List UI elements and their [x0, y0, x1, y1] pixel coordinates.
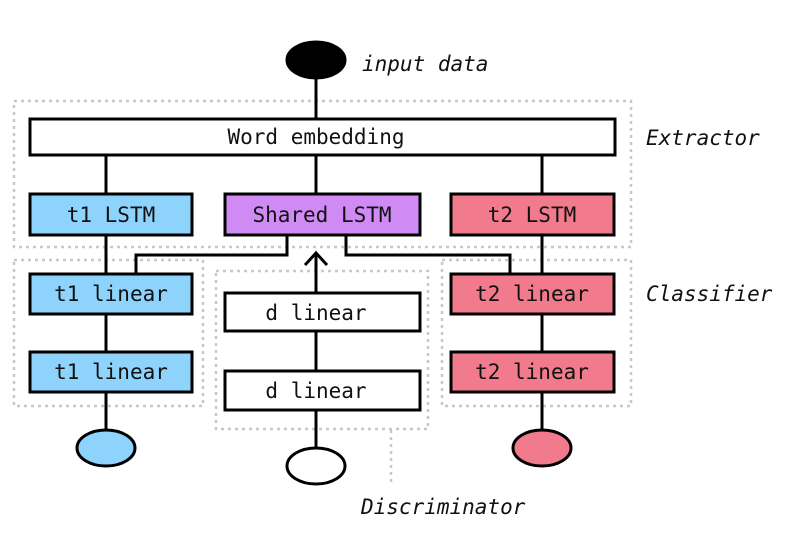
shared-lstm-box: Shared LSTM	[223, 192, 422, 237]
t2-linear-bottom-label: t2 linear	[475, 360, 589, 384]
t2-linear-top-label: t2 linear	[475, 282, 589, 306]
input-node	[285, 40, 347, 80]
extractor-label: Extractor	[646, 126, 760, 150]
discriminator-label: Discriminator	[360, 495, 526, 519]
input-data-label: input data	[362, 52, 488, 76]
classifier-t2-group	[440, 258, 633, 408]
t1-lstm-box: t1 LSTM	[28, 192, 194, 237]
t2-lstm-box: t2 LSTM	[449, 192, 616, 237]
d-linear-bottom-label: d linear	[265, 379, 366, 403]
t1-linear-box-bottom: t1 linear	[28, 350, 194, 394]
discriminator-group	[214, 269, 430, 431]
d-linear-top-label: d linear	[265, 301, 366, 325]
connections	[104, 78, 544, 449]
word-embedding-box: Word embedding	[28, 117, 617, 157]
discriminator-output-node	[285, 446, 347, 486]
t1-linear-bottom-label: t1 linear	[54, 360, 168, 384]
extractor-group	[12, 99, 633, 249]
shared-lstm-label: Shared LSTM	[252, 203, 391, 227]
t2-lstm-label: t2 LSTM	[488, 203, 577, 227]
classifier-label: Classifier	[646, 282, 773, 306]
t2-output-node	[511, 428, 573, 468]
t1-linear-box-top: t1 linear	[28, 272, 194, 316]
word-embedding-label: Word embedding	[227, 125, 404, 149]
t2-linear-box-top: t2 linear	[449, 272, 616, 316]
d-linear-box-bottom: d linear	[223, 369, 422, 412]
t2-linear-box-bottom: t2 linear	[449, 350, 616, 394]
t1-lstm-label: t1 LSTM	[67, 203, 156, 227]
d-linear-box-top: d linear	[223, 291, 422, 333]
t1-linear-top-label: t1 linear	[54, 282, 168, 306]
t1-output-node	[75, 428, 137, 468]
classifier-t1-group	[12, 258, 205, 408]
